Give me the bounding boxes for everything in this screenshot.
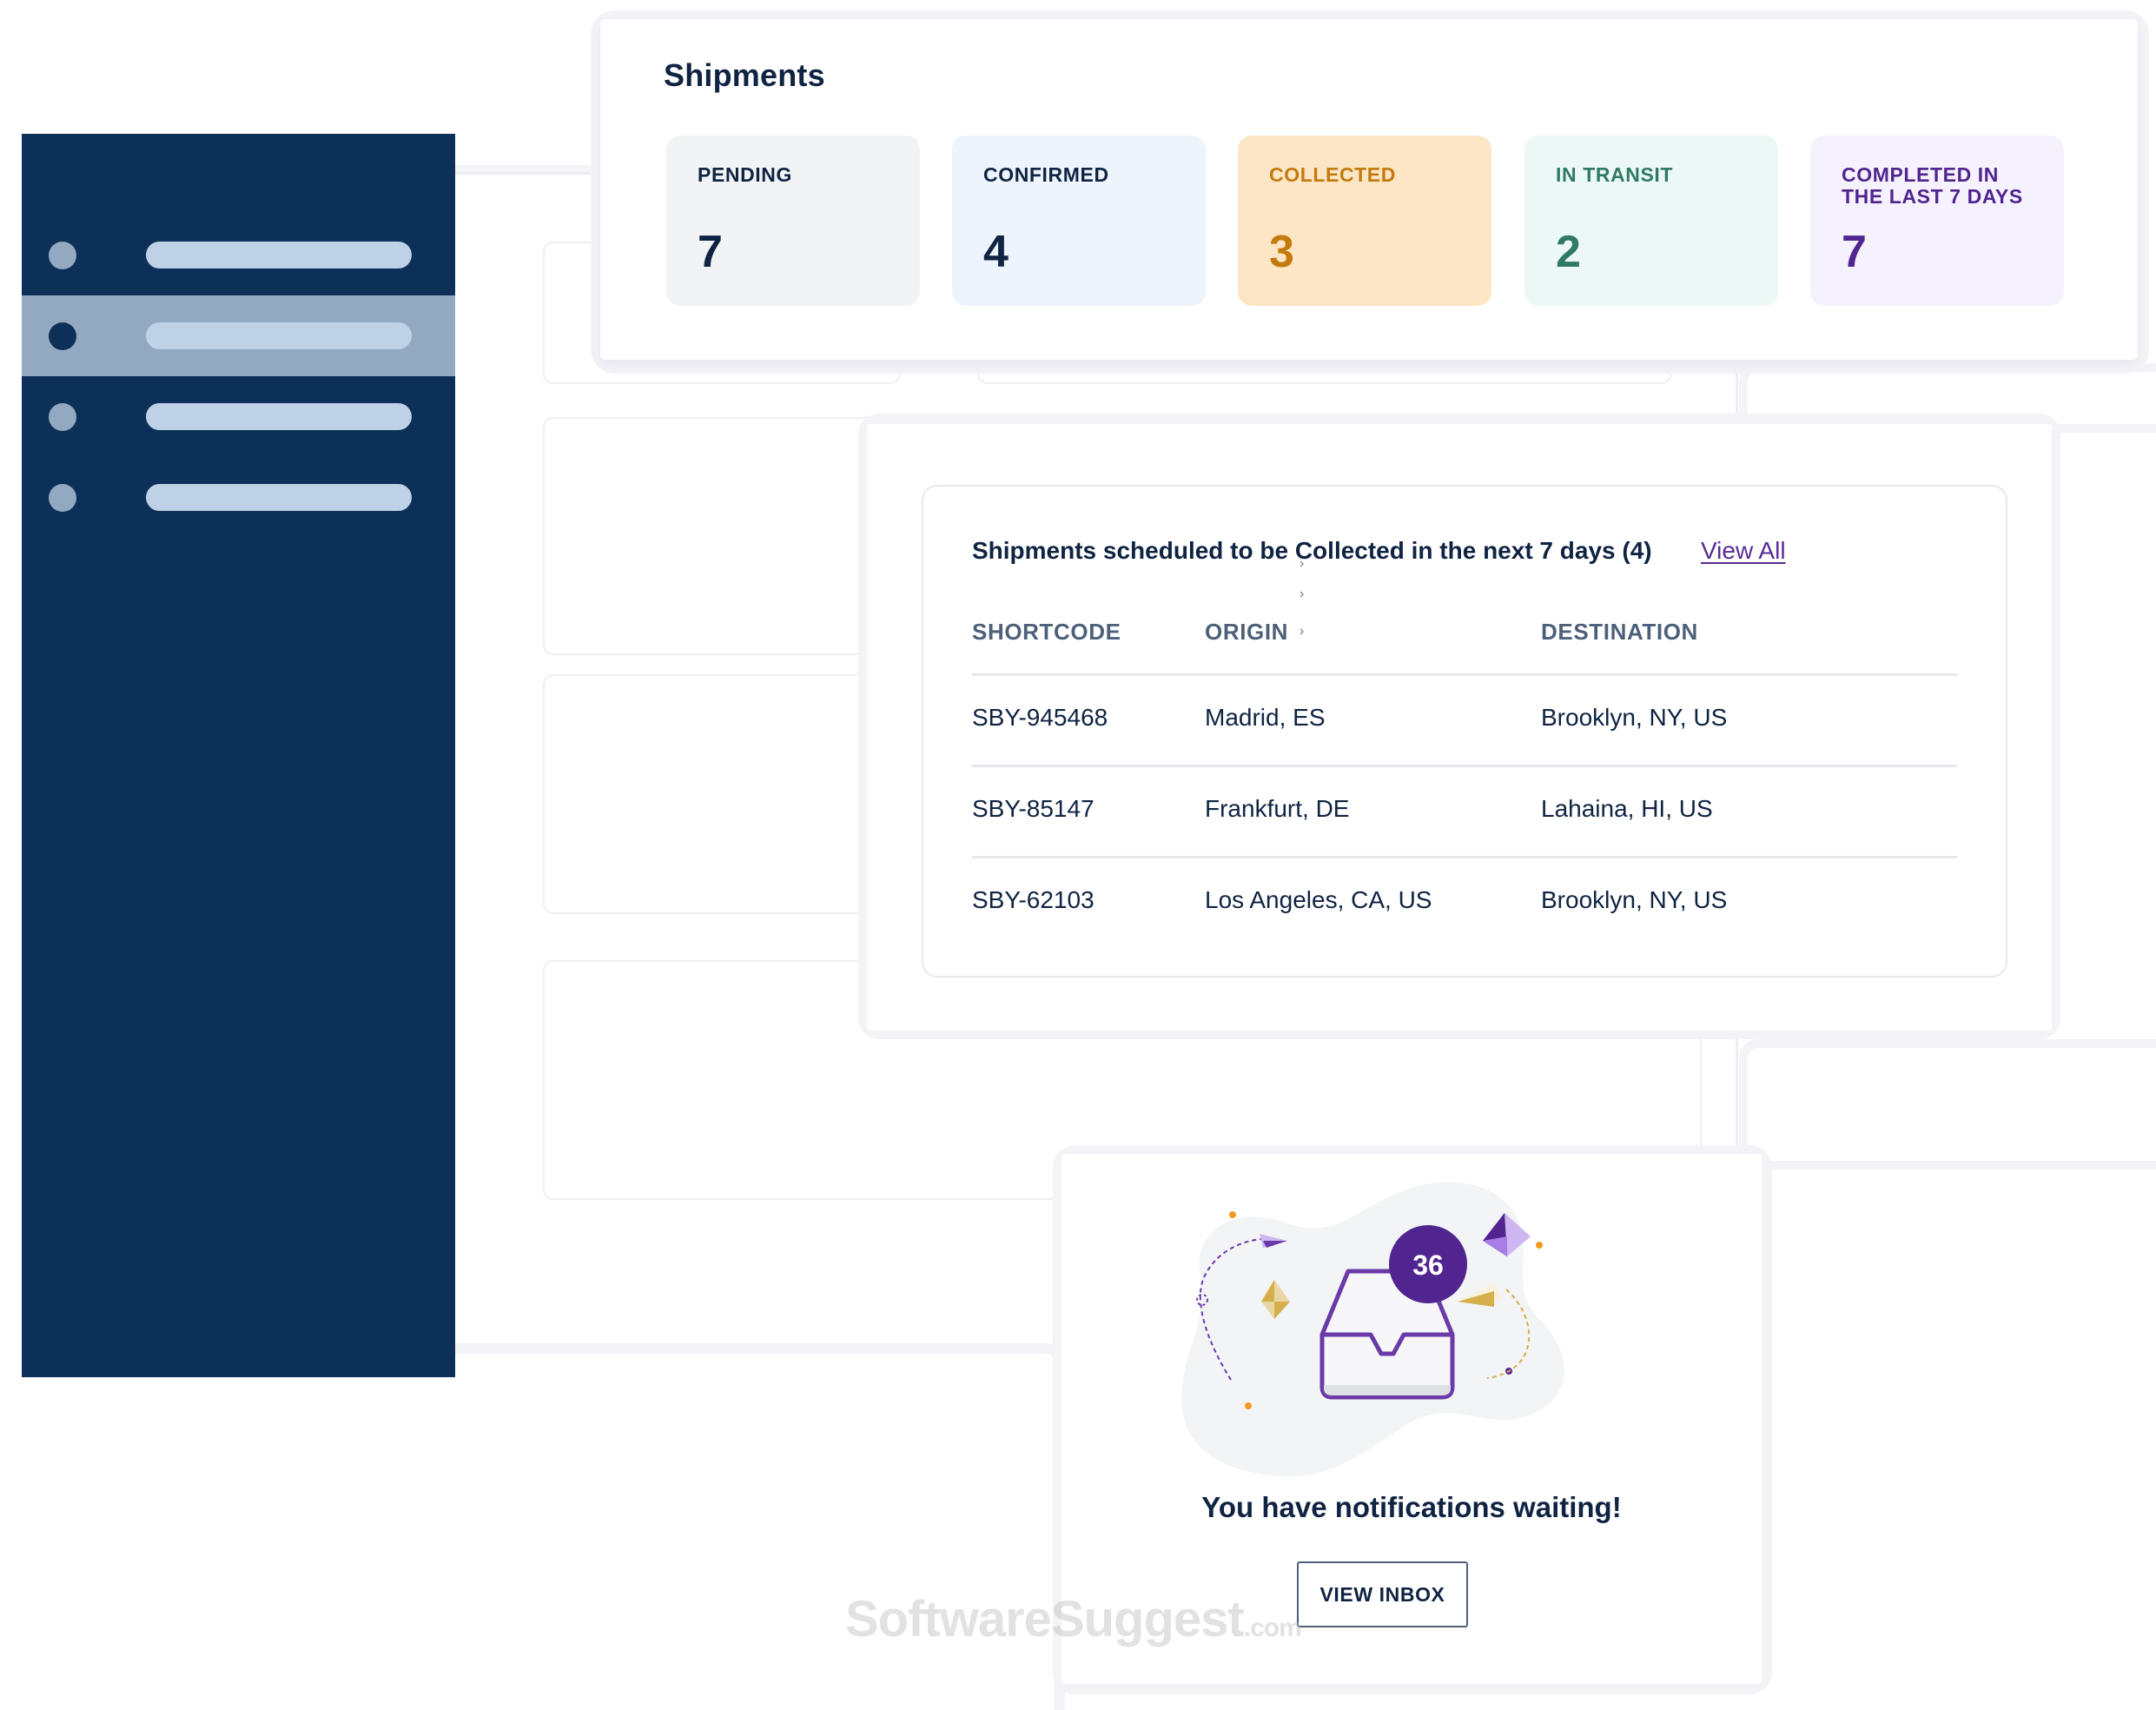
cell-origin: Frankfurt, DE [1205,795,1350,822]
row-divider [972,765,1957,767]
stat-card-confirmed[interactable]: CONFIRMED 4 [952,136,1206,306]
cell-shortcode: SBY-945468 [972,704,1108,731]
cell-shortcode: SBY-85147 [972,795,1095,822]
cell-destination: Brooklyn, NY, US [1541,704,1728,731]
stat-value: 7 [1842,227,1867,277]
notification-card: 36 You have notifications waiting! VIEW … [1061,1154,1762,1684]
stat-card-pending[interactable]: PENDING 7 [666,136,920,306]
watermark-text: SoftwareSuggest [845,1591,1245,1647]
sidebar-item-3[interactable] [22,376,455,457]
cell-origin: Los Angeles, CA, US [1205,886,1432,913]
background-bottom-panel [455,1343,1065,1710]
column-header-origin[interactable]: ORIGIN [1205,619,1289,645]
notification-count-badge [1389,1225,1467,1303]
column-header-destination[interactable]: DESTINATION [1541,619,1698,645]
row-divider [972,856,1957,858]
gold-gem-icon [1261,1280,1290,1319]
cell-shortcode: SBY-62103 [972,886,1095,913]
stat-label: COMPLETED IN THE LAST 7 DAYS [1842,163,2023,208]
sidebar-label-placeholder [146,242,412,268]
collection-heading: Shipments scheduled to be Collected in t… [972,537,1652,564]
background-right-tab [1739,1039,2156,1170]
header-divider [972,673,1957,676]
cell-destination: Lahaina, HI, US [1541,795,1713,822]
stat-card-completed-last-7-days[interactable]: COMPLETED IN THE LAST 7 DAYS 7 [1810,136,2064,306]
stat-label: IN TRANSIT [1556,163,1674,186]
view-all-link[interactable]: View All [1701,537,1786,564]
inbox-illustration: 36 [1181,1182,1564,1477]
sidebar-dot-icon [49,484,76,512]
cell-destination: Brooklyn, NY, US [1541,886,1728,913]
sidebar-item-1[interactable] [22,215,455,295]
sidebar-dot-icon [49,403,76,431]
stat-card-in-transit[interactable]: IN TRANSIT 2 [1524,136,1778,306]
sidebar-label-placeholder [146,484,412,511]
stat-value: 3 [1269,227,1294,277]
collection-schedule-card: Shipments scheduled to be Collected in t… [867,424,2052,1031]
dashed-trail-icon [1199,1238,1262,1381]
shipments-summary-card: Shipments PENDING 7 CONFIRMED 4 COLLECTE… [600,19,2138,360]
sidebar [22,134,455,1377]
purple-gem-icon [1483,1213,1531,1256]
stat-card-collected[interactable]: COLLECTED 3 [1238,136,1491,306]
sidebar-item-4[interactable] [22,457,455,538]
sidebar-dot-icon [49,242,76,269]
stat-value: 7 [698,227,723,277]
stat-value: 4 [983,227,1009,277]
chevron-artifact-icon: › [1300,556,1305,571]
paper-plane-gold-icon [1458,1282,1503,1307]
sidebar-dot-icon [49,322,76,350]
sidebar-item-2-active[interactable] [22,295,455,376]
cell-origin: Madrid, ES [1205,704,1326,731]
dashed-trail-gold-icon [1486,1289,1531,1379]
watermark-suffix: .com [1243,1614,1302,1642]
stat-label: CONFIRMED [983,163,1109,186]
collection-table-container: Shipments scheduled to be Collected in t… [922,485,2007,978]
shipments-title: Shipments [664,57,825,93]
chevron-artifact-icon: › [1300,587,1305,601]
stat-label: PENDING [698,163,792,186]
sidebar-label-placeholder [146,322,412,349]
stat-value: 2 [1556,227,1581,277]
stat-label: COLLECTED [1269,163,1396,186]
sidebar-label-placeholder [146,403,412,430]
chevron-artifact-icon: › [1300,624,1305,639]
view-inbox-button[interactable]: VIEW INBOX [1297,1561,1468,1627]
notification-count: 36 [1412,1249,1444,1281]
notification-title: You have notifications waiting! [1201,1491,1622,1523]
paper-plane-purple-icon [1260,1234,1287,1248]
inbox-tray-icon [1319,1269,1455,1400]
column-header-shortcode[interactable]: SHORTCODE [972,619,1121,645]
watermark: SoftwareSuggest.com [845,1590,1302,1648]
